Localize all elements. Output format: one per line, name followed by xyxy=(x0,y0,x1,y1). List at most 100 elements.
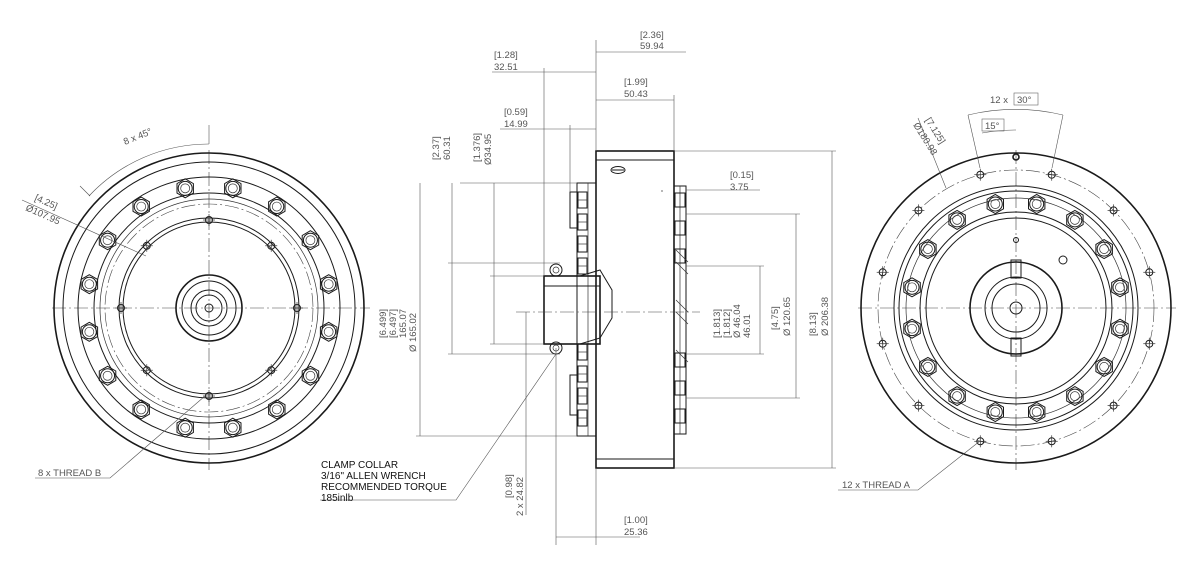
clamp-note-line4: 185inlb xyxy=(321,493,354,504)
bolt-head xyxy=(986,401,1004,423)
dim-r3-inch: [8.13] xyxy=(808,312,819,336)
bolt-head xyxy=(176,178,194,199)
thread-a-hole xyxy=(1045,168,1058,181)
left-front-view: 8 x 45° [4.25] Ø107.95 8 x THREAD B xyxy=(21,125,370,479)
side-bolt-right xyxy=(674,220,686,236)
thread-b-label: 8 x THREAD B xyxy=(38,468,101,479)
bolt-head xyxy=(268,399,286,420)
thread-a-hole xyxy=(876,266,889,279)
bolt-head xyxy=(268,196,286,217)
bolt-head xyxy=(948,209,966,230)
dim-left-ext-inch: [1.28] xyxy=(494,50,518,61)
bolt-head xyxy=(176,417,194,438)
thread-b-hole xyxy=(140,364,153,377)
side-bolt xyxy=(577,257,588,275)
bolt-head xyxy=(1111,318,1129,339)
dim-r1-mm: Ø 46.04 xyxy=(732,304,743,338)
output-shaft xyxy=(543,275,601,345)
pattern-count: 12 x xyxy=(990,95,1008,106)
offset-angle: 15° xyxy=(985,121,1000,132)
thread-a-hole xyxy=(1143,266,1156,279)
dim-h1-inch: [2.37] xyxy=(431,136,442,160)
clamp-note-line1: CLAMP COLLAR xyxy=(321,460,398,471)
bolt-head xyxy=(1095,356,1113,377)
bolt-head xyxy=(98,230,117,251)
bolt-head xyxy=(224,417,242,438)
dim-bot-mm: 2 x 24.82 xyxy=(515,477,526,516)
thread-a-holes xyxy=(876,168,1156,448)
dim-r3-mm: Ø 206.38 xyxy=(820,297,831,336)
outer-rim xyxy=(53,152,365,464)
housing-body xyxy=(595,150,675,469)
angle-note: 8 x 45° xyxy=(122,126,154,147)
side-bolt xyxy=(577,191,588,209)
dim-r1-inch: [1.813] xyxy=(712,309,723,338)
bolt-head xyxy=(919,239,937,260)
thread-a-hole xyxy=(1107,204,1120,217)
dim-h2-inch: [1.376] xyxy=(472,133,483,162)
thread-a-hole xyxy=(1107,399,1120,412)
side-bolt-right xyxy=(674,248,686,264)
side-bolt-right xyxy=(674,380,686,396)
dim-h3-mm: 165.07 xyxy=(398,309,409,338)
dim-top-overall-mm: 59.94 xyxy=(640,41,664,52)
dim-collar-mm: 14.99 xyxy=(504,119,528,130)
dim-bottom-inch: [1.00] xyxy=(624,515,648,526)
bolt-head xyxy=(948,386,966,407)
bolt-head xyxy=(1066,209,1084,230)
thread-a-hole xyxy=(1143,337,1156,350)
side-bolt-right xyxy=(674,192,686,208)
dim-collar-inch: [0.59] xyxy=(504,107,528,118)
hub xyxy=(175,274,243,342)
thread-b-hole xyxy=(291,302,303,314)
bolt-head xyxy=(1028,193,1046,215)
bolt-head xyxy=(319,274,338,295)
thread-b-hole xyxy=(265,364,278,377)
thread-a-hole xyxy=(876,337,889,350)
bolt-head xyxy=(301,230,320,251)
bolt-head xyxy=(80,321,99,342)
bolt-head xyxy=(132,399,150,420)
pattern-angle: 30° xyxy=(1017,95,1032,106)
bolt-head xyxy=(986,193,1004,215)
dim-bottom-mm: 25.36 xyxy=(624,527,648,538)
clamp-note-line2: 3/16" ALLEN WRENCH xyxy=(321,471,426,482)
thread-b-hole xyxy=(265,239,278,252)
bolt-head xyxy=(98,365,117,386)
outer-rim-right xyxy=(860,152,1172,464)
dim-r1-inch2: [1.812] xyxy=(722,309,733,338)
side-bolt-right xyxy=(674,352,686,368)
side-bolts xyxy=(577,191,686,427)
dim-r2-inch: [4.75] xyxy=(770,306,781,330)
dim-gap-inch: [0.15] xyxy=(730,170,754,181)
bolt-head xyxy=(132,196,150,217)
dim-left-ext-mm: 32.51 xyxy=(494,62,518,73)
thread-a-hole xyxy=(974,435,987,448)
dim-h1-mm: 60.31 xyxy=(442,136,453,160)
thread-a-hole xyxy=(912,204,925,217)
bolt-head xyxy=(1095,239,1113,260)
thread-a-hole xyxy=(912,399,925,412)
side-bolt xyxy=(577,365,588,383)
bolt-head xyxy=(1111,277,1129,298)
dim-body-inch: [1.99] xyxy=(624,77,648,88)
clamp-note-line3: RECOMMENDED TORQUE xyxy=(321,482,447,493)
thread-b-hole xyxy=(115,302,127,314)
side-bolt xyxy=(577,213,588,231)
side-bolt xyxy=(577,235,588,253)
thread-a-label: 12 x THREAD A xyxy=(842,480,911,491)
side-view: [2.36] 59.94 [1.99] 50.43 [1.28] 32.51 [… xyxy=(320,30,836,545)
bolt-head xyxy=(224,178,242,199)
thread-b-hole xyxy=(203,214,215,226)
dim-top-overall-inch: [2.36] xyxy=(640,30,664,41)
bolt-head xyxy=(1066,386,1084,407)
thread-a-hole xyxy=(974,168,987,181)
dim-h2-mm: Ø34.95 xyxy=(483,134,494,165)
bolt-head xyxy=(903,318,921,339)
bolt-head xyxy=(80,274,99,295)
dim-h3-mm2: Ø 165.02 xyxy=(408,313,419,352)
dim-gap-mm: 3.75 xyxy=(730,182,749,193)
side-bolt xyxy=(577,343,588,361)
dim-h3-inch2: [6.497] xyxy=(388,309,399,338)
